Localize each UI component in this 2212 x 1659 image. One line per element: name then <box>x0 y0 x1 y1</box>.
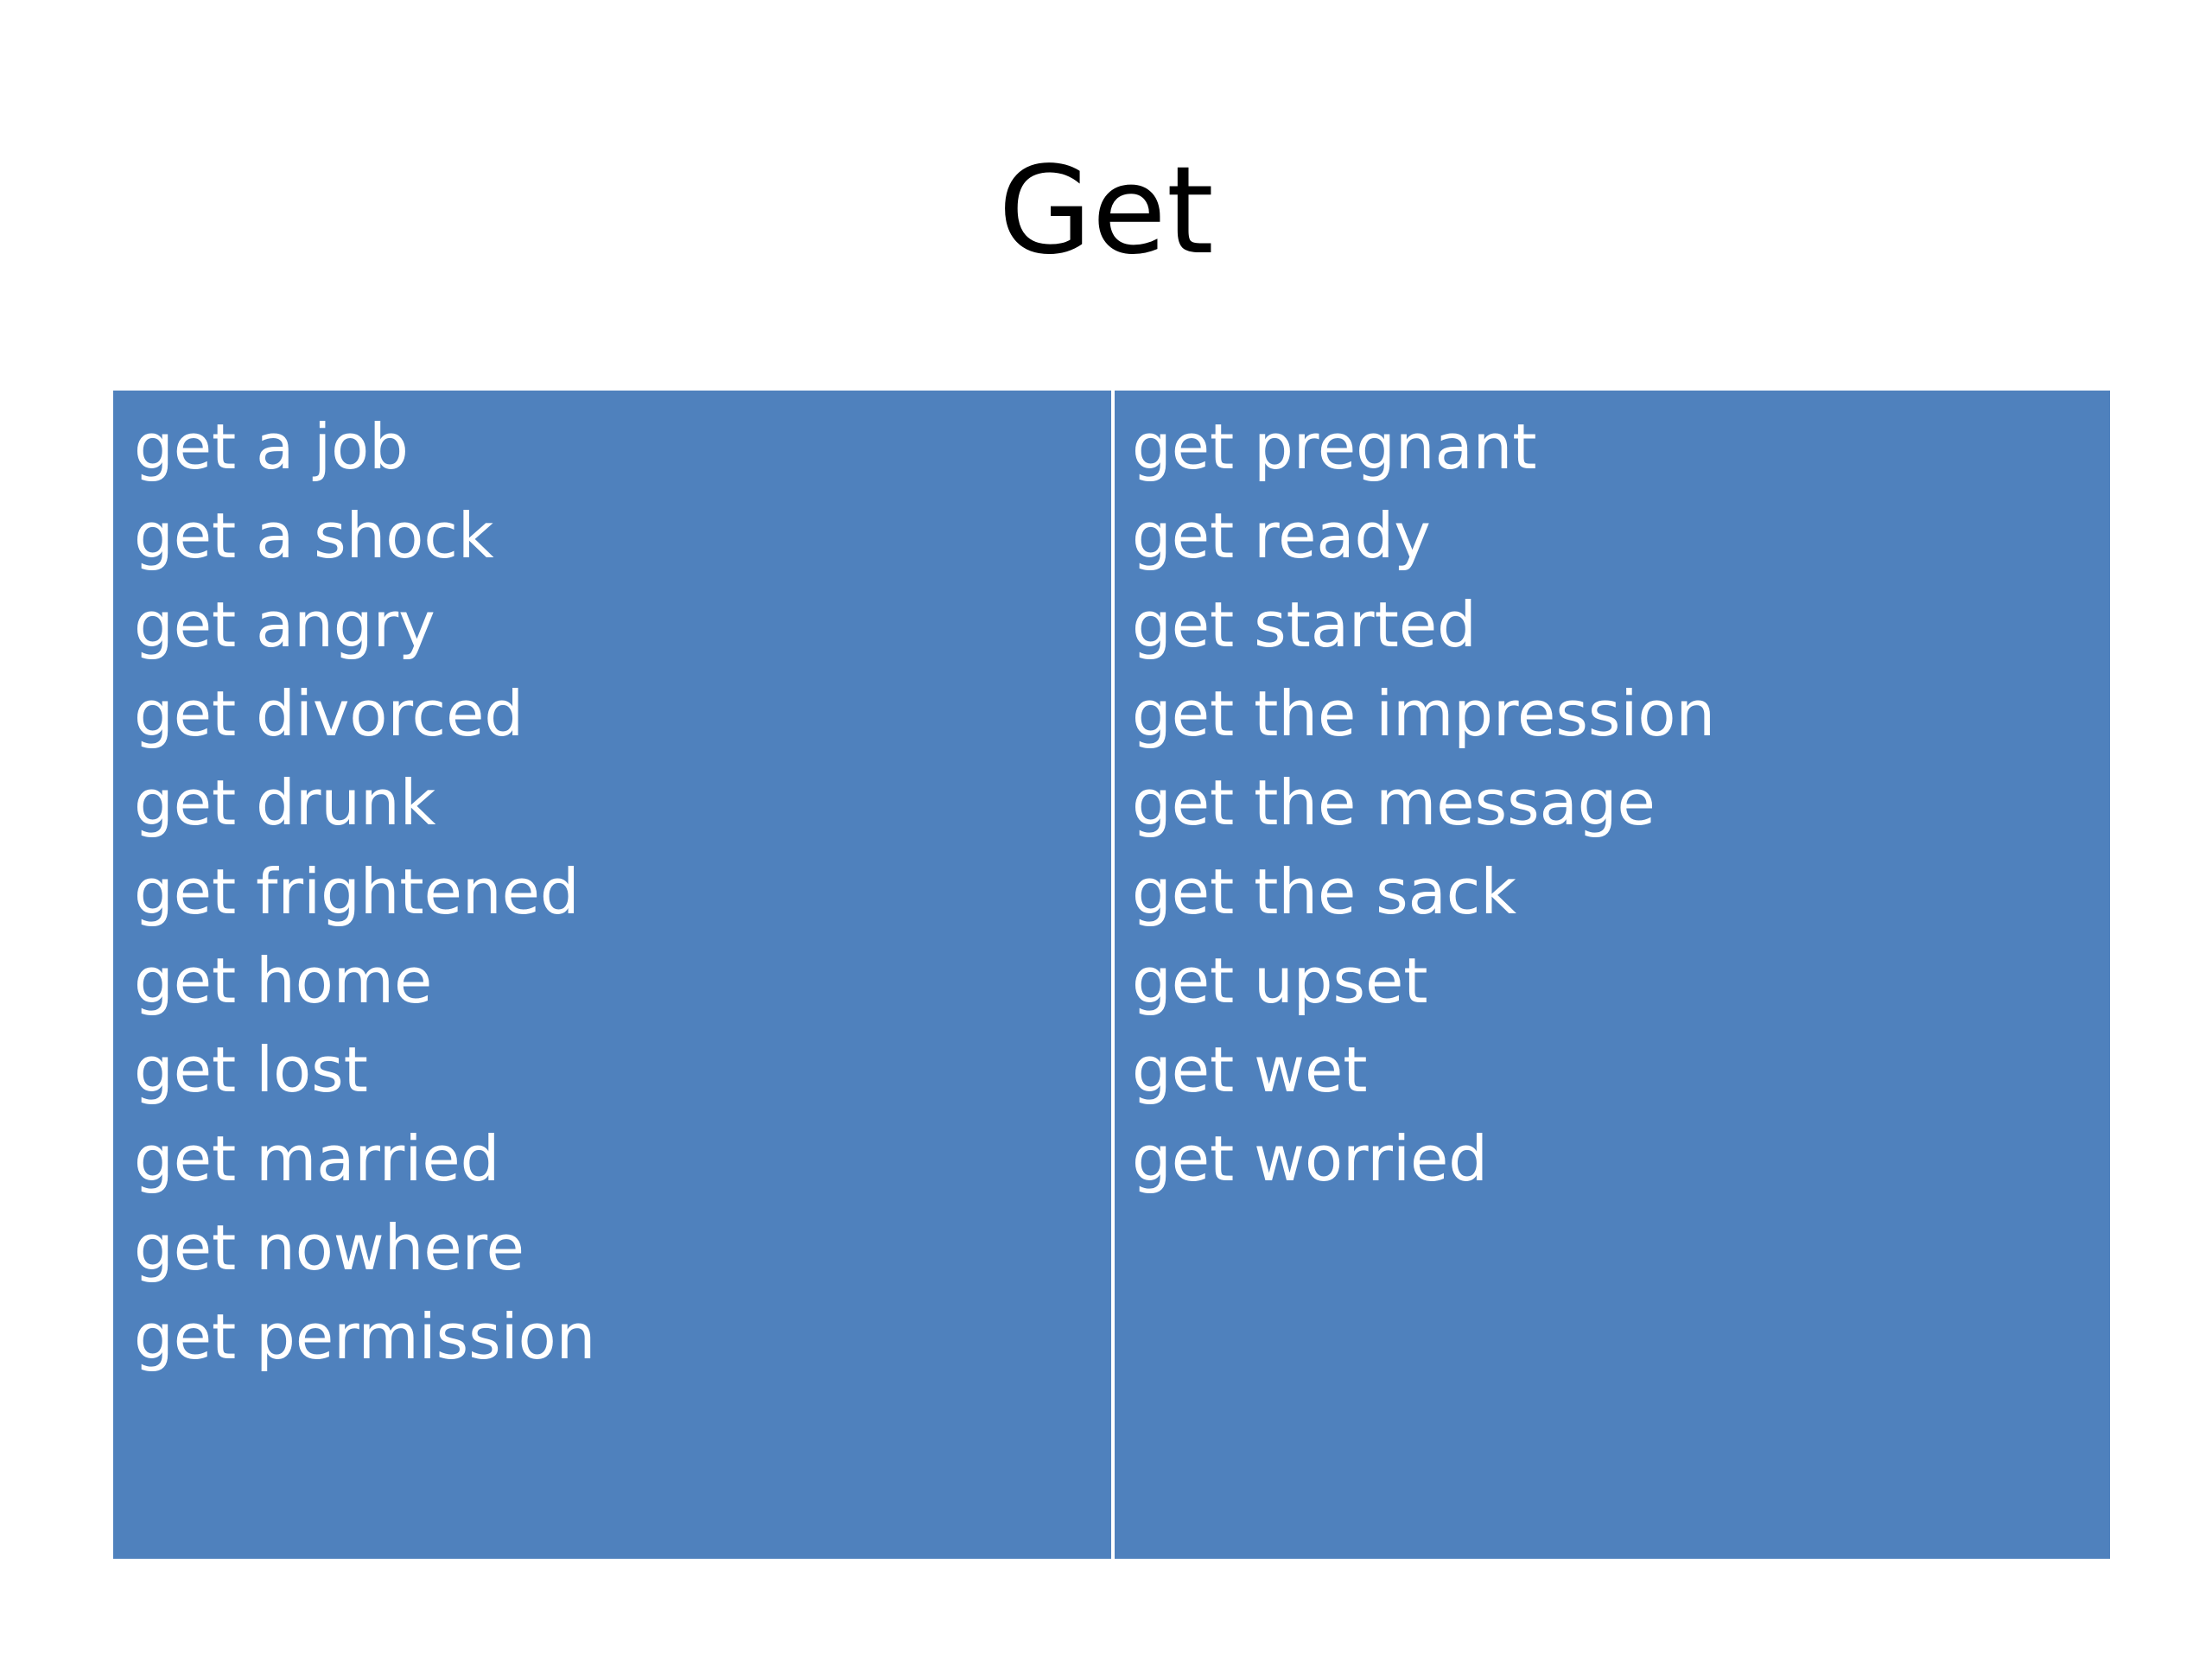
phrase-cell: get frightened <box>134 855 580 928</box>
phrase-cell: get home <box>134 944 433 1017</box>
phrase-cell: get started <box>1132 588 1477 661</box>
phrase-cell: get lost <box>134 1033 368 1106</box>
column-divider <box>1111 391 1115 1559</box>
phrase-cell: get upset <box>1132 944 1428 1017</box>
phrase-cell: get permission <box>134 1300 596 1373</box>
phrase-cell: get worried <box>1132 1122 1488 1195</box>
phrase-cell: get a job <box>134 410 409 483</box>
phrase-cell: get angry <box>134 588 435 661</box>
phrase-cell: get wet <box>1132 1033 1368 1106</box>
phrase-cell: get nowhere <box>134 1211 524 1284</box>
phrase-cell: get married <box>134 1122 500 1195</box>
left-column: get a job get a shock get angry get divo… <box>113 391 1111 1559</box>
phrase-cell: get drunk <box>134 766 436 839</box>
phrase-cell: get pregnant <box>1132 410 1537 483</box>
phrase-cell: get a shock <box>134 499 494 572</box>
phrase-cell: get divorced <box>134 677 524 750</box>
phrase-cell: get the impression <box>1132 677 1716 750</box>
phrase-table: get a job get a shock get angry get divo… <box>113 391 2110 1559</box>
phrase-cell: get the sack <box>1132 855 1517 928</box>
phrase-cell: get ready <box>1132 499 1431 572</box>
phrase-cell: get the message <box>1132 766 1656 839</box>
slide-title: Get <box>998 141 1214 282</box>
right-column: get pregnant get ready get started get t… <box>1115 391 2110 1559</box>
